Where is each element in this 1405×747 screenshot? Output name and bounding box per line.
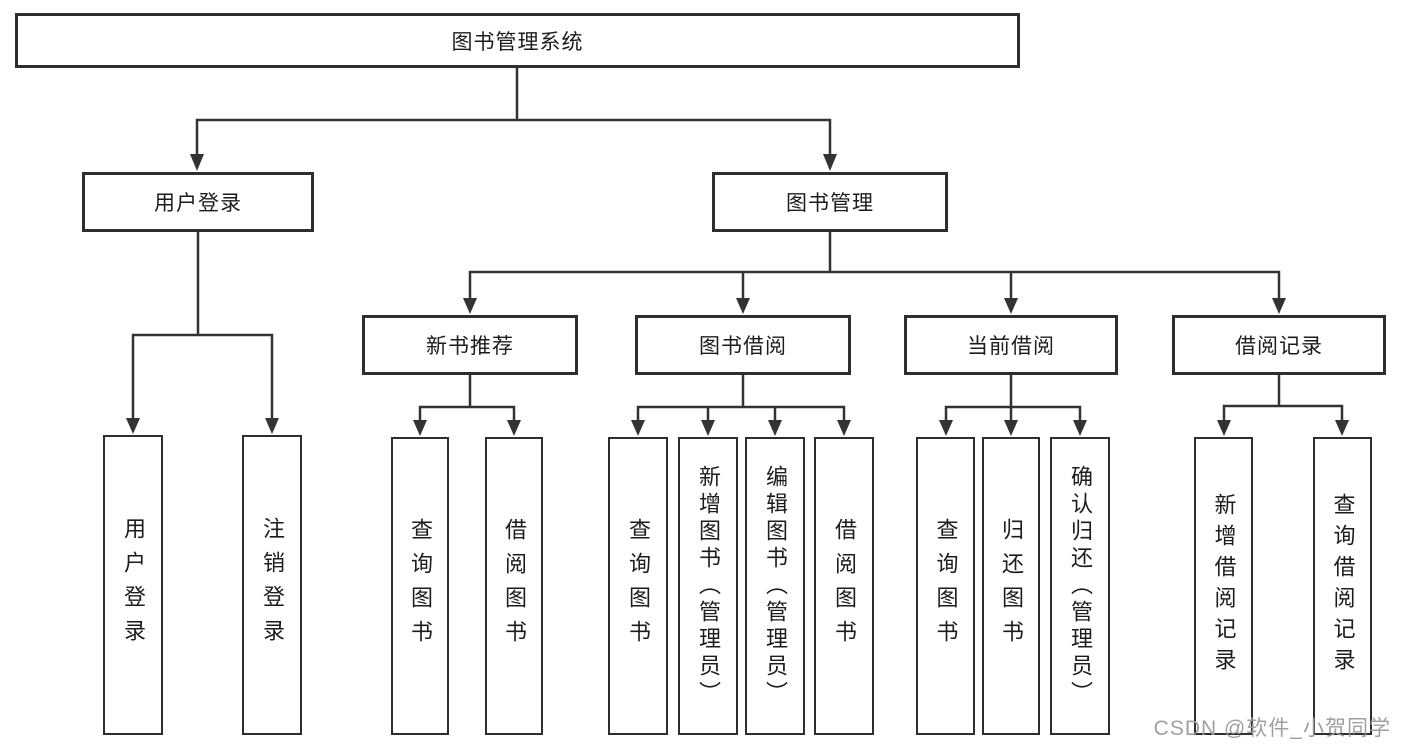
node-borrow-record: 借阅记录 [1172,315,1386,375]
node-leaf-add-book: 新增图书（管理员） [678,437,738,735]
node-leaf-return-book: 归还图书 [982,437,1040,735]
node-book-borrow: 图书借阅 [635,315,851,375]
leaf-label: 注销登录 [260,517,285,653]
leaf-label: 查询图书 [626,518,651,654]
node-leaf-query-book-2: 查询图书 [608,437,668,735]
leaf-label: 归还图书 [999,518,1024,654]
leaf-label: 查询图书 [408,518,433,654]
node-user-login: 用户登录 [82,172,314,232]
node-leaf-borrow-book-2: 借阅图书 [814,437,874,735]
tree-line-root [195,66,832,160]
node-leaf-query-borrow-record: 查询借阅记录 [1313,437,1372,735]
tree-line-borrow [636,373,846,425]
node-leaf-query-book-3: 查询图书 [916,437,975,735]
leaf-label: 查询借阅记录 [1330,493,1356,679]
leaf-label: 借阅图书 [502,518,527,654]
arrowheads [126,154,1349,436]
tree-line-mgmt [468,230,1281,304]
node-borrow-record-label: 借阅记录 [1235,335,1323,358]
node-leaf-edit-book: 编辑图书（管理员） [745,437,805,735]
node-book-mgmt-label: 图书管理 [786,192,874,215]
node-book-mgmt: 图书管理 [712,172,948,232]
node-new-book-recommend: 新书推荐 [362,315,578,375]
node-leaf-user-login: 用户登录 [103,435,163,735]
node-leaf-borrow-book-1: 借阅图书 [485,437,543,735]
node-new-book-recommend-label: 新书推荐 [426,335,514,358]
node-leaf-logout: 注销登录 [242,435,302,735]
watermark: CSDN @软件_小贺同学 [1153,717,1391,740]
node-root: 图书管理系统 [15,13,1020,68]
node-root-label: 图书管理系统 [451,30,584,54]
tree-line-current [944,373,1082,425]
node-book-borrow-label: 图书借阅 [699,335,787,358]
tree-line-login [131,230,274,425]
node-leaf-confirm-return: 确认归还（管理员） [1050,437,1110,735]
leaf-label: 新增图书（管理员） [696,464,721,708]
leaf-label: 用户登录 [121,517,146,653]
leaf-label: 借阅图书 [832,518,857,654]
tree-line-recommend [418,373,516,425]
node-user-login-label: 用户登录 [154,192,242,215]
leaf-label: 编辑图书（管理员） [763,464,788,708]
leaf-label: 确认归还（管理员） [1068,464,1093,708]
node-current-borrow-label: 当前借阅 [967,335,1055,358]
leaf-label: 查询图书 [933,518,959,654]
node-leaf-query-book-1: 查询图书 [391,437,449,735]
tree-line-record [1222,373,1344,425]
leaf-label: 新增借阅记录 [1211,493,1237,679]
node-leaf-add-borrow-record: 新增借阅记录 [1194,437,1253,735]
node-current-borrow: 当前借阅 [904,315,1118,375]
